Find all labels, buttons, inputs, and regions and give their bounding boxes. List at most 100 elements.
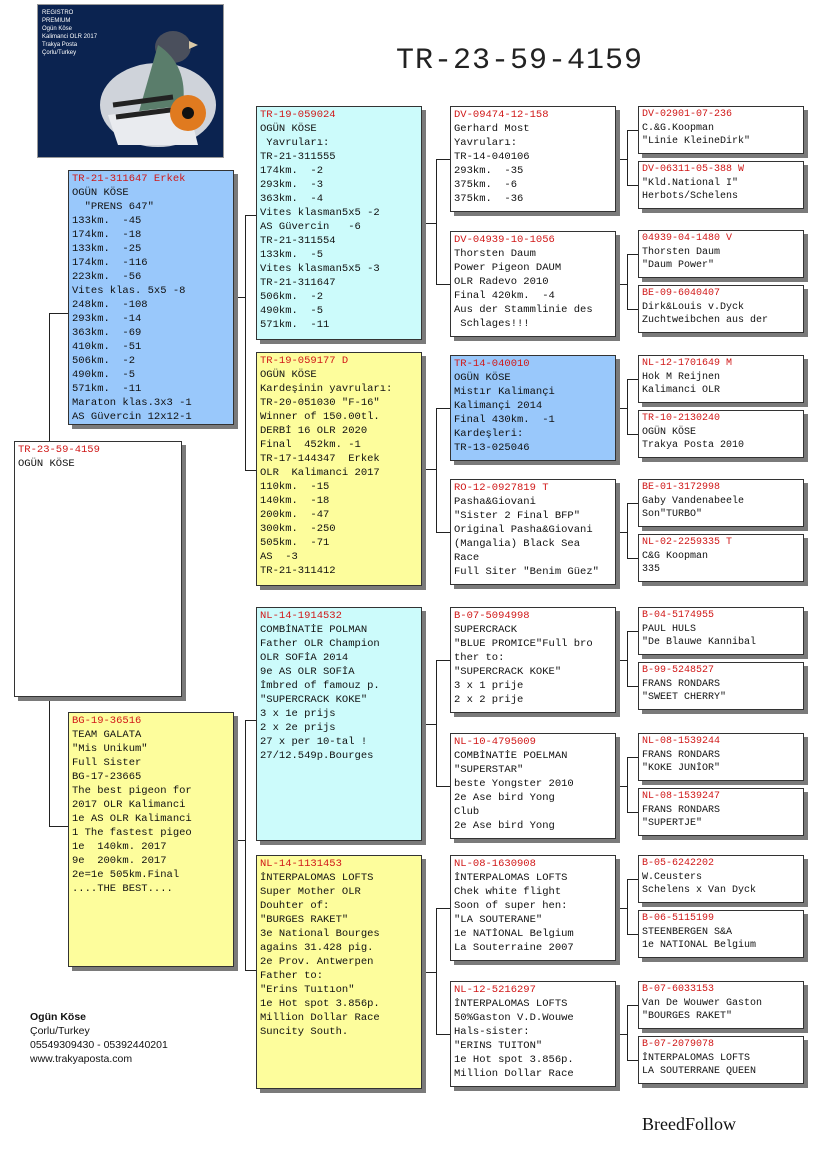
card-text-line: AS -3 (260, 551, 298, 563)
ring-number: BE-01-3172998 (642, 482, 721, 493)
card-text-line: Vites klas. 5x5 -8 (72, 285, 186, 297)
card-text-line: İmbred of famouz p. (260, 680, 380, 692)
owner-phone: 05549309430 - 05392440201 (30, 1039, 168, 1051)
ring-number: B-06-5115199 (642, 913, 715, 924)
card-text-line: 133km. -25 (72, 243, 142, 255)
card-text-line: Aus der Stammlinie des (454, 304, 593, 316)
card-text-line: Race (454, 552, 480, 564)
connector-line (627, 309, 638, 310)
card-text-line: Pasha&Giovani (454, 496, 536, 508)
card-text-line: ther to: (454, 652, 505, 664)
connector-line (422, 223, 436, 224)
card-text-line: 506km. -2 (72, 355, 136, 367)
card-text-line: 9e 200km. 2017 (72, 855, 167, 867)
card-text-line: 410km. -51 (72, 341, 142, 353)
card-text-line: AS Güvercin -6 (260, 221, 361, 233)
card-text-line: 27 x per 10-tal ! (260, 736, 368, 748)
card-text-line: Club (454, 806, 480, 818)
pigeon-photo-icon (38, 5, 223, 157)
card-text-line: Schelens x Van Dyck (642, 885, 757, 896)
card-text-line: 1 The fastest pigeo (72, 827, 192, 839)
card-text-line: Winner of 150.00tl. (260, 411, 380, 423)
card-text-line: "KOKE JUNİOR" (642, 763, 721, 774)
photo-text-line: PREMIUM (42, 18, 71, 24)
card-text-line: Million Dollar Race (454, 1068, 574, 1080)
card-text-line: Final 452km. -1 (260, 439, 361, 451)
card-text-line: La Souterraine 2007 (454, 942, 574, 954)
ring-number: B-04-5174955 (642, 610, 715, 621)
connector-line (616, 1034, 627, 1035)
card-text-line: 571km. -11 (72, 383, 142, 395)
card-text-line: 2e=1e 505km.Final (72, 869, 180, 881)
connector-line (616, 908, 627, 909)
card-text-line: OGÜN KÖSE (18, 458, 75, 470)
card-text-line: PAUL HULS (642, 623, 697, 635)
owner-website-link[interactable]: www.trakyaposta.com (30, 1053, 133, 1065)
card-text-line: Son"TURBO" (642, 509, 703, 520)
connector-line (616, 284, 627, 285)
ring-number: DV-06311-05-388 W (642, 164, 745, 175)
connector-line (436, 1034, 450, 1035)
connector-line (436, 532, 450, 533)
connector-line (234, 297, 245, 298)
connector-line (627, 934, 638, 935)
card-text-line: TR-17-144347 Erkek (260, 453, 380, 465)
ring-number: TR-19-059177 D (260, 355, 349, 367)
card-text-line: "Linie KleineDirk" (642, 136, 751, 147)
connector-line (436, 908, 437, 1034)
ring-number: BG-19-36516 (72, 715, 142, 727)
connector-line (627, 631, 638, 632)
card-text-line: TR-21-311647 (260, 277, 336, 289)
card-text-line: "SWEET CHERRY" (642, 692, 727, 703)
card-text-line: "PRENS 647" (72, 201, 154, 213)
card-text-line: Soon of super hen: (454, 900, 568, 912)
card-text-line: Yavruları: (454, 137, 518, 149)
connector-line (627, 757, 638, 758)
connector-line (627, 631, 628, 686)
connector-line (616, 159, 627, 160)
connector-line (245, 720, 246, 970)
connector-line (616, 408, 627, 409)
card-text-line: "Kld.National I" (642, 177, 739, 189)
connector-line (436, 660, 450, 661)
card-text-line: 505km. -71 (260, 537, 330, 549)
card-text-line: TR-21-311554 (260, 235, 336, 247)
card-text-line: Hals-sister: (454, 1026, 530, 1038)
connector-line (245, 470, 256, 471)
card-text-line: 335 (642, 564, 661, 575)
card-text-line: LA SOUTERRANE QUEEN (642, 1066, 757, 1077)
card-text-line: Van De Wouwer Gaston (642, 997, 763, 1009)
card-text-line: TR-21-311412 (260, 565, 336, 577)
card-text-line: 3 x 1 prije (454, 680, 524, 692)
card-text-line: OLR SOFİA 2014 (260, 652, 349, 664)
connector-line (627, 812, 638, 813)
connector-line (49, 826, 68, 827)
ring-number: DV-09474-12-158 (454, 109, 549, 121)
card-text-line: Super Mother OLR (260, 886, 361, 898)
ring-number: DV-02901-07-236 (642, 109, 733, 120)
card-text-line: İNTERPALOMAS LOFTS (454, 998, 568, 1010)
connector-line (422, 724, 436, 725)
card-text-line: AS Güvercin 12x12-1 (72, 411, 192, 423)
card-text-line: The best pigeon for (72, 785, 192, 797)
card-text-line: TR-14-040106 (454, 151, 530, 163)
card-text-line: Original Pasha&Giovani (454, 524, 593, 536)
connector-line (627, 757, 628, 812)
card-text-line: Douhter of: (260, 900, 330, 912)
connector-line (436, 159, 450, 160)
card-text-line: BG-17-23665 (72, 771, 142, 783)
card-text-line: 490km. -5 (72, 369, 136, 381)
connector-line (627, 558, 638, 559)
card-text-line: Vites klasman5x5 -3 (260, 263, 380, 275)
